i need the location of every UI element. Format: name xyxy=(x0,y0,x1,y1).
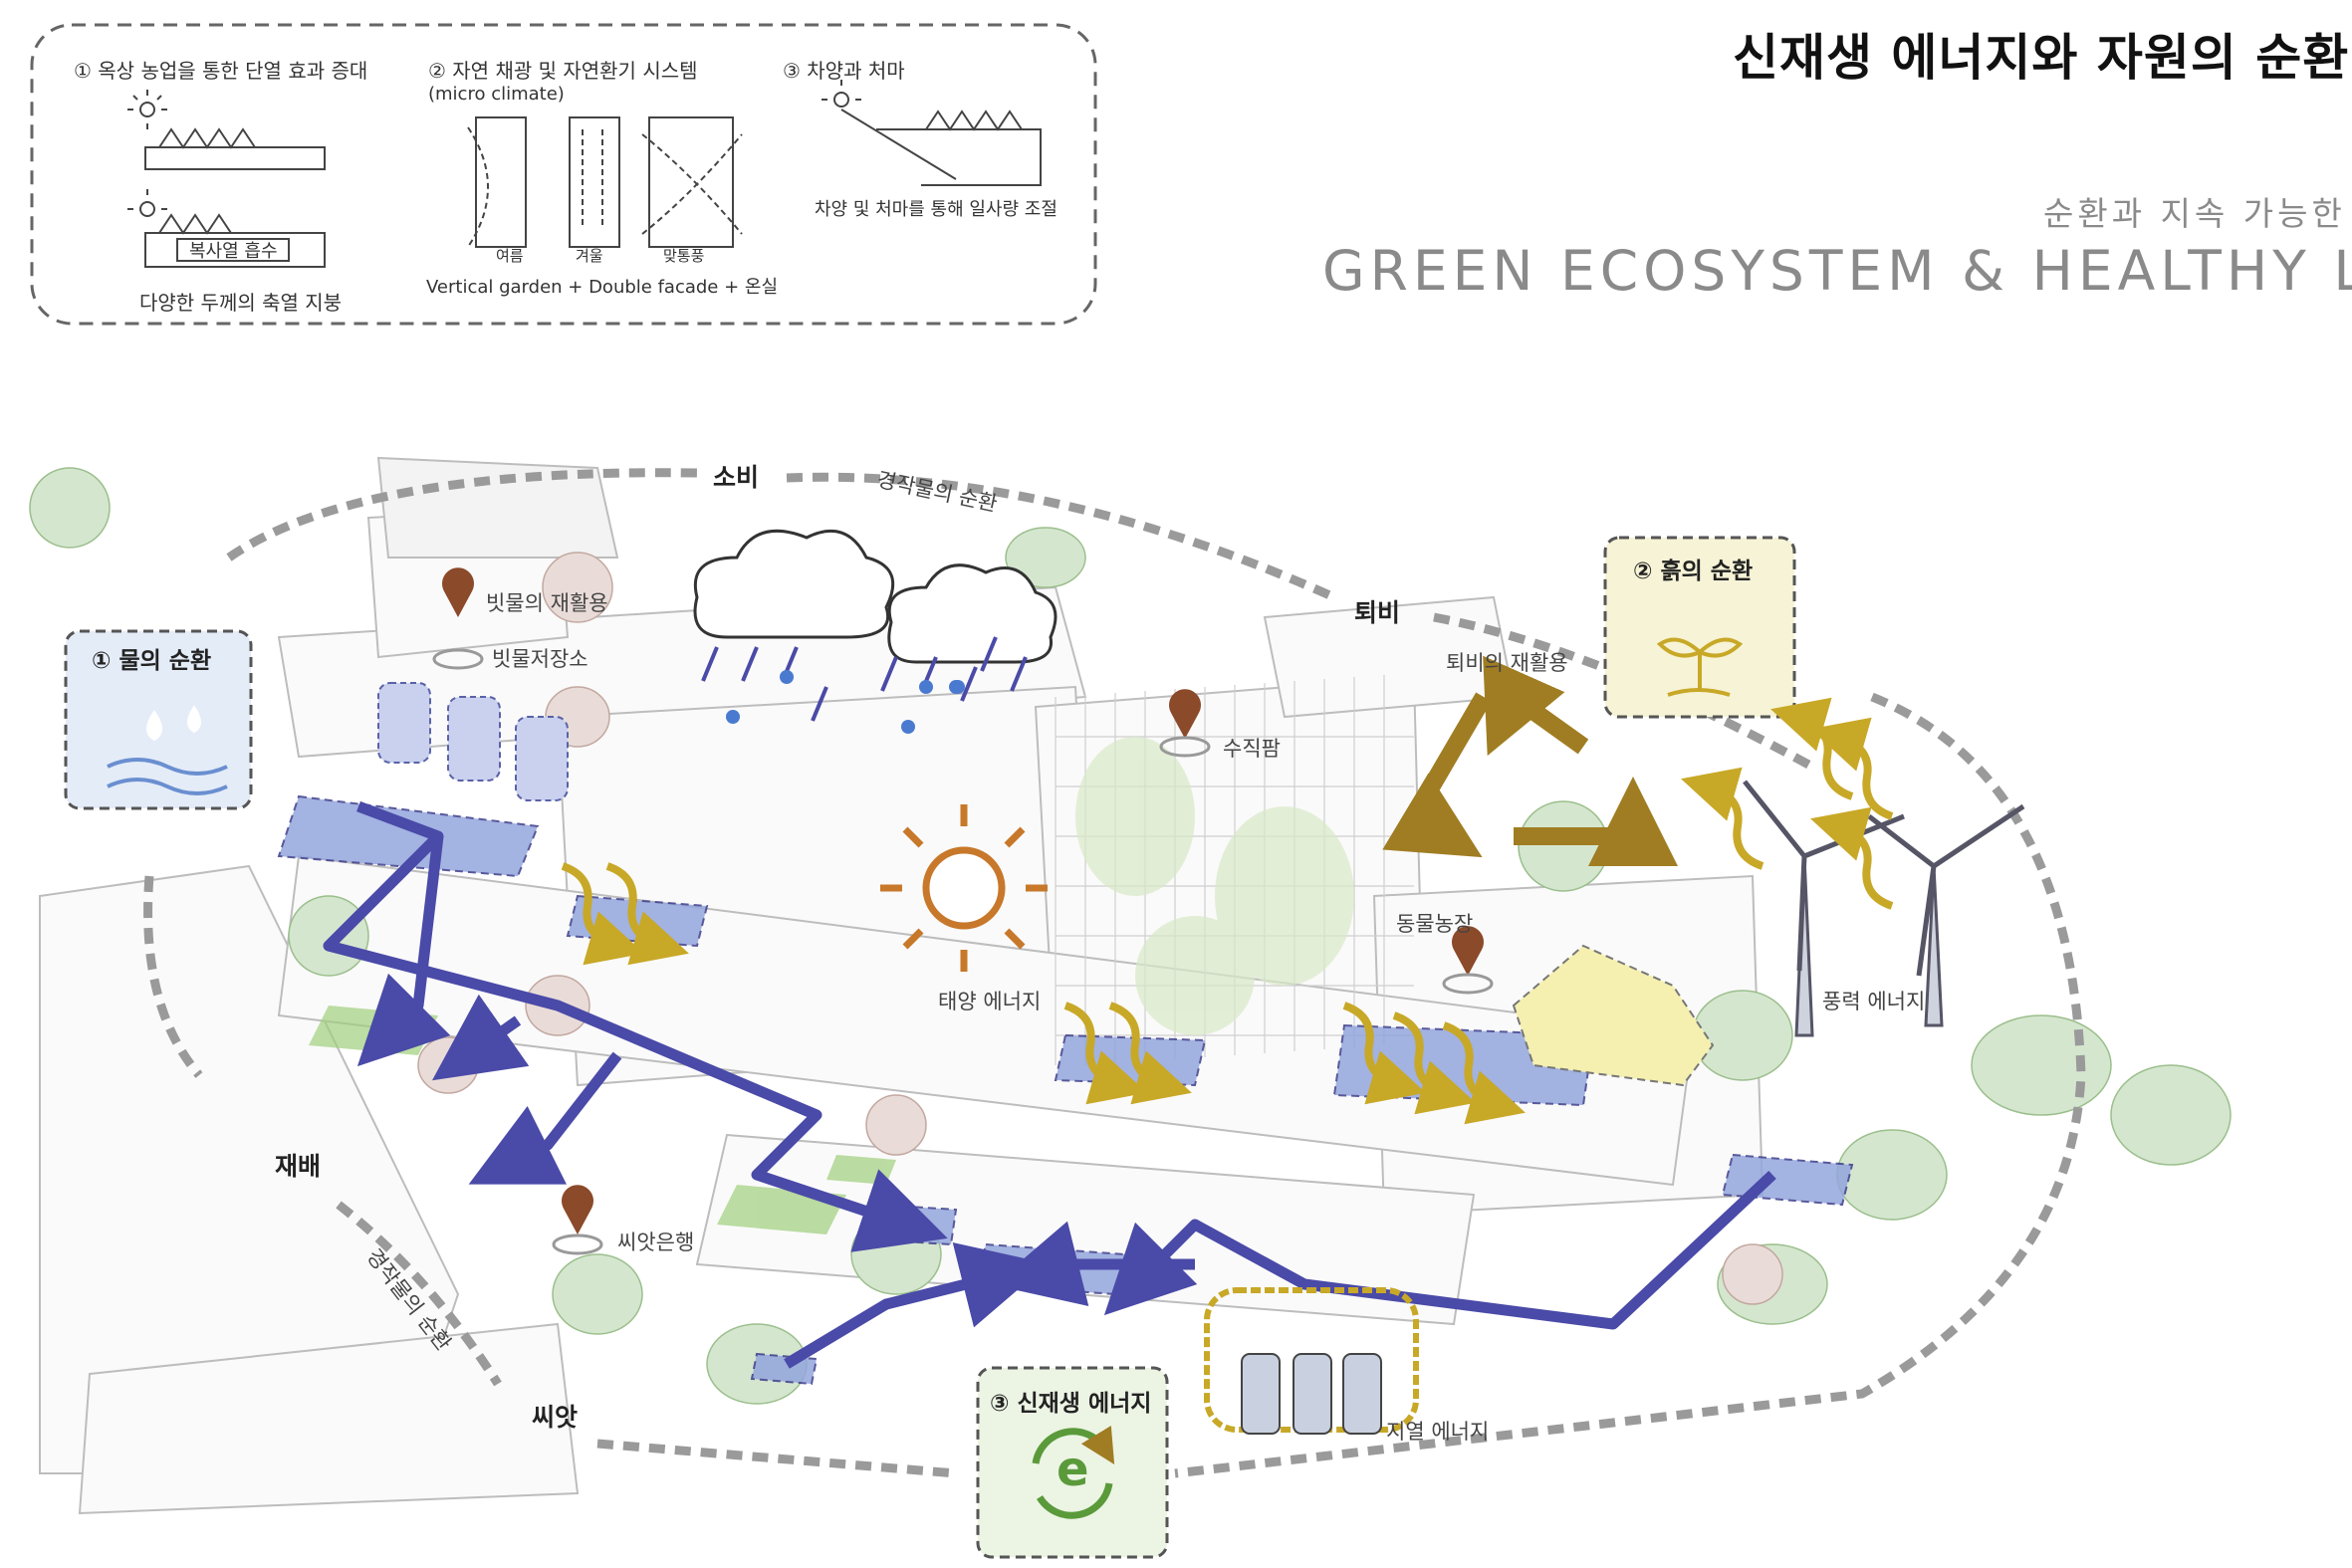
sun-icon xyxy=(880,804,1048,972)
recycle-icon xyxy=(1382,655,1678,866)
water-drop-icon xyxy=(107,705,228,795)
label-solar: 태양 에너지 xyxy=(938,990,1042,1013)
legend-season-summer: 여름 xyxy=(496,247,524,265)
animal-farm-zone xyxy=(1512,944,1715,1087)
label-wind: 풍력 에너지 xyxy=(1822,990,1926,1013)
wind-turbine-icons xyxy=(1743,780,2025,1037)
water-path xyxy=(323,800,1776,1369)
page-subtitle: 순환과 지속 가능한 xyxy=(2043,194,2346,233)
legend-item-2-caption: Vertical garden + Double facade + 온실 xyxy=(426,277,779,298)
label-seed-bank: 씨앗은행 xyxy=(617,1231,695,1254)
rain-tanks xyxy=(377,682,569,801)
energy-box xyxy=(976,1366,1169,1559)
legend-item-1-title: ① 옥상 농업을 통한 단열 효과 증대 xyxy=(74,59,368,83)
vertical-garden xyxy=(1075,737,1354,1035)
legend-item-3-caption: 차양 및 처마를 통해 일사량 조절 xyxy=(815,199,1058,220)
water-cycle-title: ① 물의 순환 xyxy=(92,648,212,674)
water-drop-icons xyxy=(726,670,965,734)
soil-cycle-box xyxy=(1603,536,1796,719)
label-vertical-farm: 수직팜 xyxy=(1223,737,1281,761)
soil-cycle-title: ② 흙의 순환 xyxy=(1633,559,1754,584)
legend-season-cross: 맞통풍 xyxy=(663,247,705,265)
legend-item-2-title: ② 자연 채광 및 자연환기 시스템 xyxy=(428,59,698,83)
cloud-icons xyxy=(693,529,1058,664)
sprout-icon xyxy=(1656,637,1744,697)
legend-eaves-illustration xyxy=(822,80,1042,186)
cycle-label-cultivate: 재배 xyxy=(275,1152,322,1181)
legend-box xyxy=(30,23,1097,326)
legend-item-1-absorb: 복사열 흡수 xyxy=(189,241,278,262)
location-pins xyxy=(442,567,1484,1234)
legend-item-2-subtitle: (micro climate) xyxy=(428,84,565,105)
cycle-label-consume: 소비 xyxy=(713,463,760,492)
label-geothermal: 지열 에너지 xyxy=(1386,1420,1490,1444)
rain-icon xyxy=(701,636,1028,722)
geothermal-tanks xyxy=(1241,1353,1382,1435)
legend-season-winter: 겨울 xyxy=(576,247,603,265)
airflow-arrows xyxy=(561,697,1894,1125)
label-rain-storage: 빗물저장소 xyxy=(492,647,588,671)
energy-glyph: e xyxy=(1057,1442,1089,1497)
cycle-label-seed: 씨앗 xyxy=(532,1403,579,1432)
label-compost-reuse: 퇴비의 재활용 xyxy=(1446,651,1568,675)
label-animal-farm: 동물농장 xyxy=(1396,912,1474,936)
label-rain-reuse: 빗물의 재활용 xyxy=(486,591,608,615)
page-title-en: GREEN ECOSYSTEM & HEALTHY LIFE xyxy=(1322,239,2352,303)
energy-box-title: ③ 신재생 에너지 xyxy=(990,1391,1152,1417)
pin-bases xyxy=(432,648,1494,1255)
energy-cycle-icon xyxy=(1032,1425,1115,1519)
legend-roof-illustration xyxy=(127,90,326,268)
legend-item-1-caption: 다양한 두께의 축열 지붕 xyxy=(139,291,343,315)
cycle-label-compost: 퇴비 xyxy=(1354,598,1401,627)
legend-item-3-title: ③ 차양과 처마 xyxy=(783,59,905,83)
legend-ventilation-illustration xyxy=(467,116,743,248)
page-title: 신재생 에너지와 자원의 순환 xyxy=(1733,29,2350,87)
